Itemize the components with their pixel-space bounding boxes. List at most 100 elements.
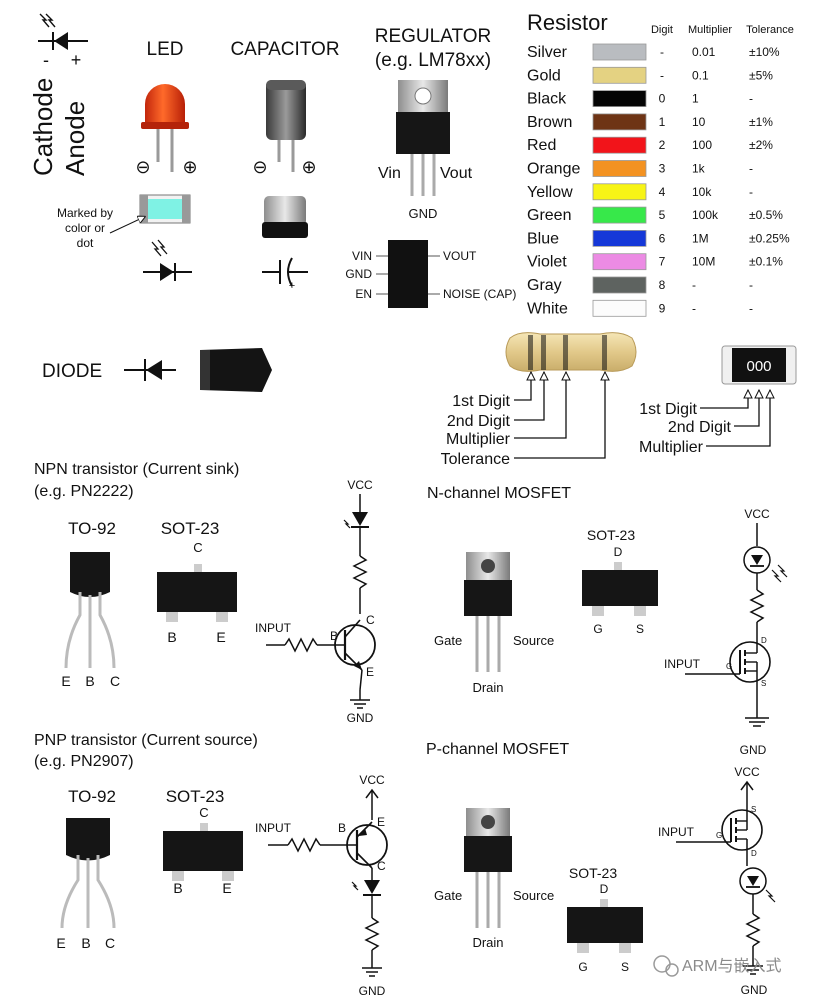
nmos-title: N-channel MOSFET: [427, 485, 571, 502]
resistor-table-title: Resistor: [527, 10, 608, 35]
tolerance-cell: -: [749, 162, 753, 176]
smd-label-1st-digit: 1st Digit: [639, 401, 697, 418]
watermark: ARM与嵌入式: [653, 955, 782, 977]
header-multiplier: Multiplier: [688, 24, 732, 36]
color-swatch: [592, 253, 647, 271]
pnp-sot23-top-pin: C: [199, 805, 208, 820]
resistor-color-name: Silver: [527, 44, 568, 61]
pnp-to92-label: TO-92: [68, 787, 116, 806]
regulator-title: REGULATOR: [375, 26, 492, 47]
color-swatch: [592, 276, 647, 294]
digit-cell: -: [660, 68, 664, 82]
digit-cell: 3: [659, 162, 666, 176]
pnp-input: INPUT: [255, 821, 292, 835]
npn-gnd: GND: [347, 711, 374, 725]
nmos-drain: Drain: [472, 680, 503, 695]
anode-label: Anode: [60, 101, 90, 176]
pnp-sot23-pin-e: E: [222, 880, 231, 896]
capacitor-plus-sign: ⊕: [301, 157, 316, 177]
tolerance-cell: ±1%: [749, 115, 773, 129]
capacitor-smd-image: [262, 196, 308, 238]
regulator-gnd: GND: [409, 206, 438, 221]
digit-cell: 7: [659, 255, 666, 269]
pmos-pin-s: S: [751, 805, 756, 814]
color-swatch: [592, 229, 647, 247]
regulator-pin-noise: NOISE (CAP): [443, 287, 516, 301]
band-label-2nd-digit: 2nd Digit: [447, 413, 511, 430]
led-orientation-group: - + Cathode Anode: [28, 13, 90, 176]
multiplier-cell: -: [692, 301, 696, 315]
pnp-to92-pin-c: C: [105, 935, 115, 951]
color-swatch: [592, 66, 647, 84]
nmos-circuit: [685, 523, 788, 727]
multiplier-cell: -: [692, 278, 696, 292]
capacitor-symbol-plus: +: [289, 280, 295, 292]
resistor-row: Silver-0.01±10%: [527, 43, 780, 61]
color-swatch: [592, 206, 647, 224]
tolerance-cell: ±2%: [749, 138, 773, 152]
pmos-source: Source: [513, 888, 554, 903]
regulator-pin-en: EN: [355, 287, 372, 301]
multiplier-cell: 100k: [692, 208, 719, 222]
resistor-table: Resistor Digit Multiplier Tolerance Silv…: [527, 10, 794, 317]
pmos-gate: Gate: [434, 888, 462, 903]
orientation-minus: -: [43, 50, 49, 70]
pnp-sot23-label: SOT-23: [166, 787, 225, 806]
wechat-logo-icon: [653, 955, 679, 977]
tolerance-cell: -: [749, 301, 753, 315]
smd-resistor-code: 000: [746, 358, 771, 375]
npn-sot23-pin-e: E: [216, 629, 225, 645]
npn-sot23-label: SOT-23: [161, 519, 220, 538]
nmos-pin-g: G: [726, 662, 732, 671]
header-tolerance: Tolerance: [746, 24, 794, 36]
color-swatch: [592, 136, 647, 154]
regulator-pin-gnd: GND: [345, 267, 372, 281]
tolerance-cell: -: [749, 278, 753, 292]
capacitor-schematic-icon: [262, 257, 308, 287]
resistor-color-name: White: [527, 300, 568, 317]
multiplier-cell: 10k: [692, 185, 712, 199]
resistor-color-name: Orange: [527, 161, 580, 178]
tolerance-cell: ±0.5%: [749, 208, 783, 222]
pmos-sot23-image: [567, 899, 643, 953]
digit-cell: 1: [659, 115, 666, 129]
tolerance-cell: ±0.1%: [749, 255, 783, 269]
diode-symbol-icon: [38, 13, 88, 50]
pmos-sot23-top-pin: D: [600, 882, 609, 896]
pmos-input: INPUT: [658, 825, 695, 839]
multiplier-cell: 10: [692, 115, 706, 129]
nmos-pin-d: D: [761, 636, 767, 645]
regulator-pin-vout: VOUT: [443, 249, 477, 263]
npn-pin-e: E: [366, 665, 374, 679]
nmos-sot23-label: SOT-23: [587, 527, 635, 543]
digit-cell: 4: [659, 185, 666, 199]
resistor-body-image: [505, 332, 637, 372]
smd-note-line3: dot: [77, 236, 94, 250]
pmos-drain: Drain: [472, 935, 503, 950]
smd-label-2nd-digit: 2nd Digit: [668, 419, 732, 436]
capacitor-title: CAPACITOR: [230, 39, 339, 60]
pnp-circuit: [268, 788, 388, 977]
pnp-sot23-pin-b: B: [173, 880, 182, 896]
resistor-band-diagram: 1st Digit 2nd Digit Multiplier Tolerance…: [441, 332, 797, 468]
capacitor-through-hole-image: [266, 80, 306, 172]
pmos-sot23-pin-s: S: [621, 960, 629, 974]
digit-cell: 5: [659, 208, 666, 222]
digit-cell: 0: [659, 92, 666, 106]
npn-pin-b: B: [330, 629, 338, 643]
npn-input: INPUT: [255, 621, 292, 635]
resistor-color-name: Red: [527, 137, 556, 154]
nmos-sot23-top-pin: D: [614, 545, 623, 559]
color-swatch: [592, 43, 647, 61]
npn-to92-label: TO-92: [68, 519, 116, 538]
smd-note-line1: Marked by: [57, 206, 113, 220]
digit-cell: 8: [659, 278, 666, 292]
led-minus-sign: ⊖: [135, 157, 150, 177]
led-schematic-icon: [143, 239, 192, 281]
multiplier-cell: 0.01: [692, 45, 716, 59]
